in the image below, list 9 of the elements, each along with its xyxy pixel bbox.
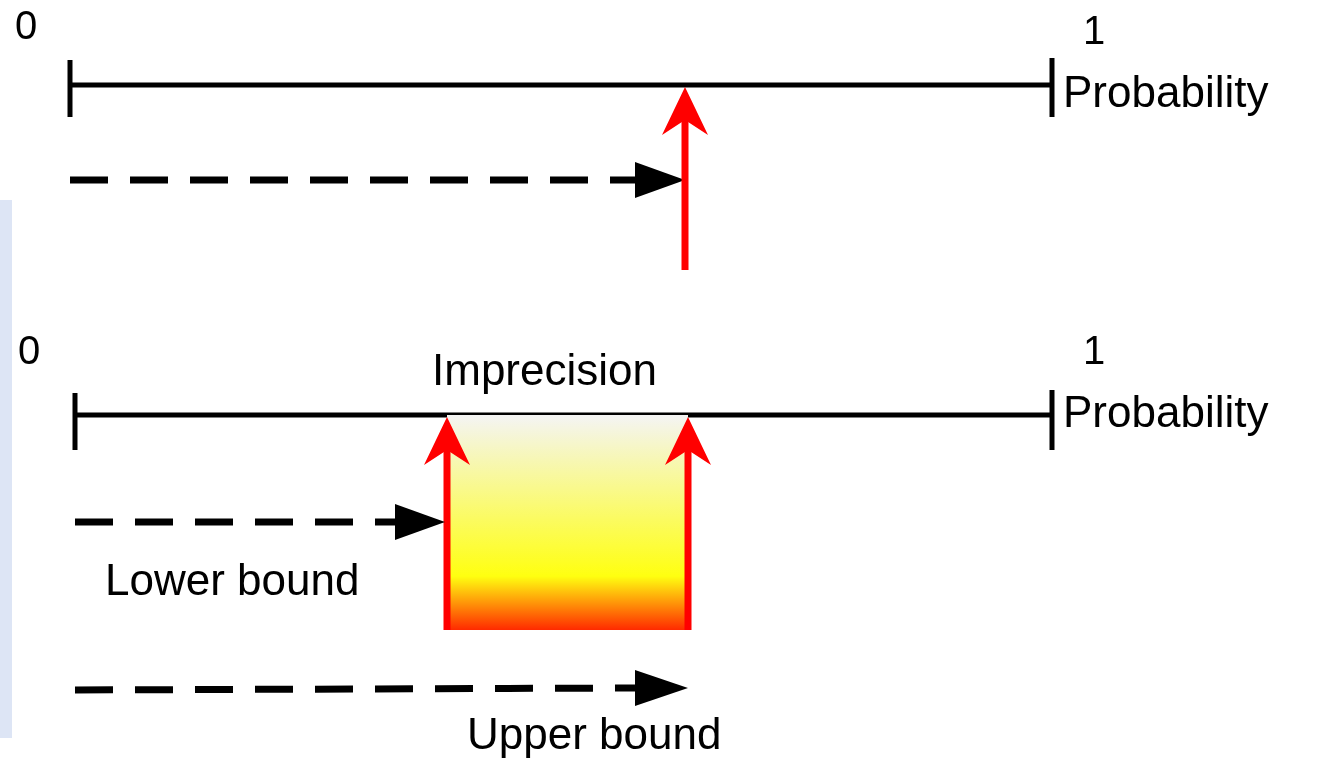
- bound-label: Upper bound: [467, 712, 722, 756]
- bound-label: Lower bound: [105, 558, 360, 602]
- tick-label: 1: [1083, 330, 1106, 370]
- interval-label: Imprecision: [432, 348, 657, 392]
- tick-label: 0: [18, 330, 41, 370]
- axis-title: Probability: [1063, 390, 1269, 434]
- tick-label: 0: [15, 5, 38, 45]
- tick-label: 1: [1083, 10, 1106, 50]
- axis-title: Probability: [1063, 70, 1269, 114]
